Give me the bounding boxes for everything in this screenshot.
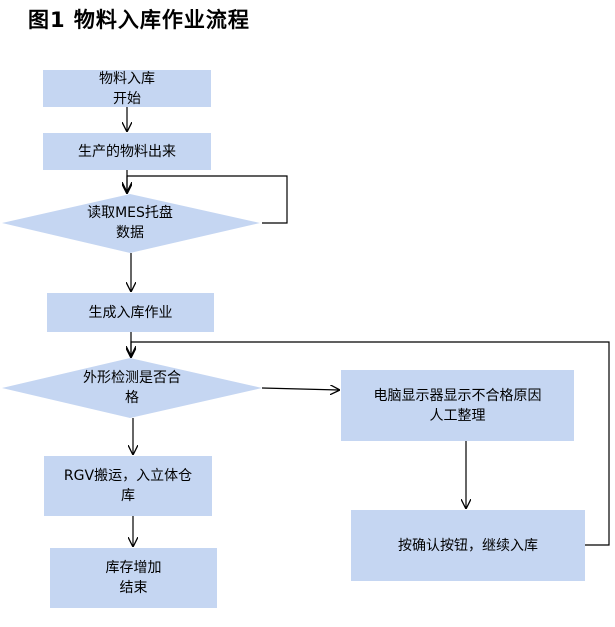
diagram-title: 图1 物料入库作业流程 [28, 8, 250, 32]
node-read-mes-line2: 数据 [116, 225, 144, 241]
node-generate-line1: 生成入库作业 [88, 304, 173, 321]
node-end-line2: 结束 [119, 580, 148, 596]
node-display-line2: 人工整理 [429, 407, 486, 424]
node-confirm-line1: 按确认按钮，继续入库 [398, 537, 538, 554]
node-check-line2: 格 [125, 390, 139, 406]
node-generate: 生成入库作业 [47, 293, 214, 332]
node-produce: 生产的物料出来 [43, 133, 211, 170]
node-start-line1: 物料入库 [99, 70, 155, 87]
node-end: 库存增加 结束 [50, 548, 217, 608]
node-start-line2: 开始 [113, 90, 141, 107]
decision-check-shape [2, 358, 262, 418]
decision-read-mes-shape [2, 194, 260, 253]
arrow-read-loop [127, 175, 288, 224]
node-rgv-line2: 库 [121, 488, 135, 504]
node-read-mes-line1: 读取MES托盘 [87, 205, 173, 221]
node-display-line1: 电脑显示器显示不合格原因 [373, 387, 542, 404]
node-rgv: RGV搬运，入立体仓 库 [44, 456, 212, 516]
node-display: 电脑显示器显示不合格原因 人工整理 [341, 370, 574, 441]
node-confirm: 按确认按钮，继续入库 [351, 510, 585, 581]
node-rgv-line1: RGV搬运，入立体仓 [63, 468, 193, 484]
node-read-mes: 读取MES托盘 数据 [40, 203, 220, 243]
node-check-line1: 外形检测是否合 [83, 370, 181, 386]
node-end-line1: 库存增加 [105, 560, 162, 576]
node-produce-line1: 生产的物料出来 [78, 143, 176, 160]
arrow-check-to-display [261, 388, 339, 390]
node-check: 外形检测是否合 格 [40, 368, 224, 408]
arrow-confirm-to-check [131, 341, 610, 546]
node-start: 物料入库 开始 [43, 70, 211, 107]
